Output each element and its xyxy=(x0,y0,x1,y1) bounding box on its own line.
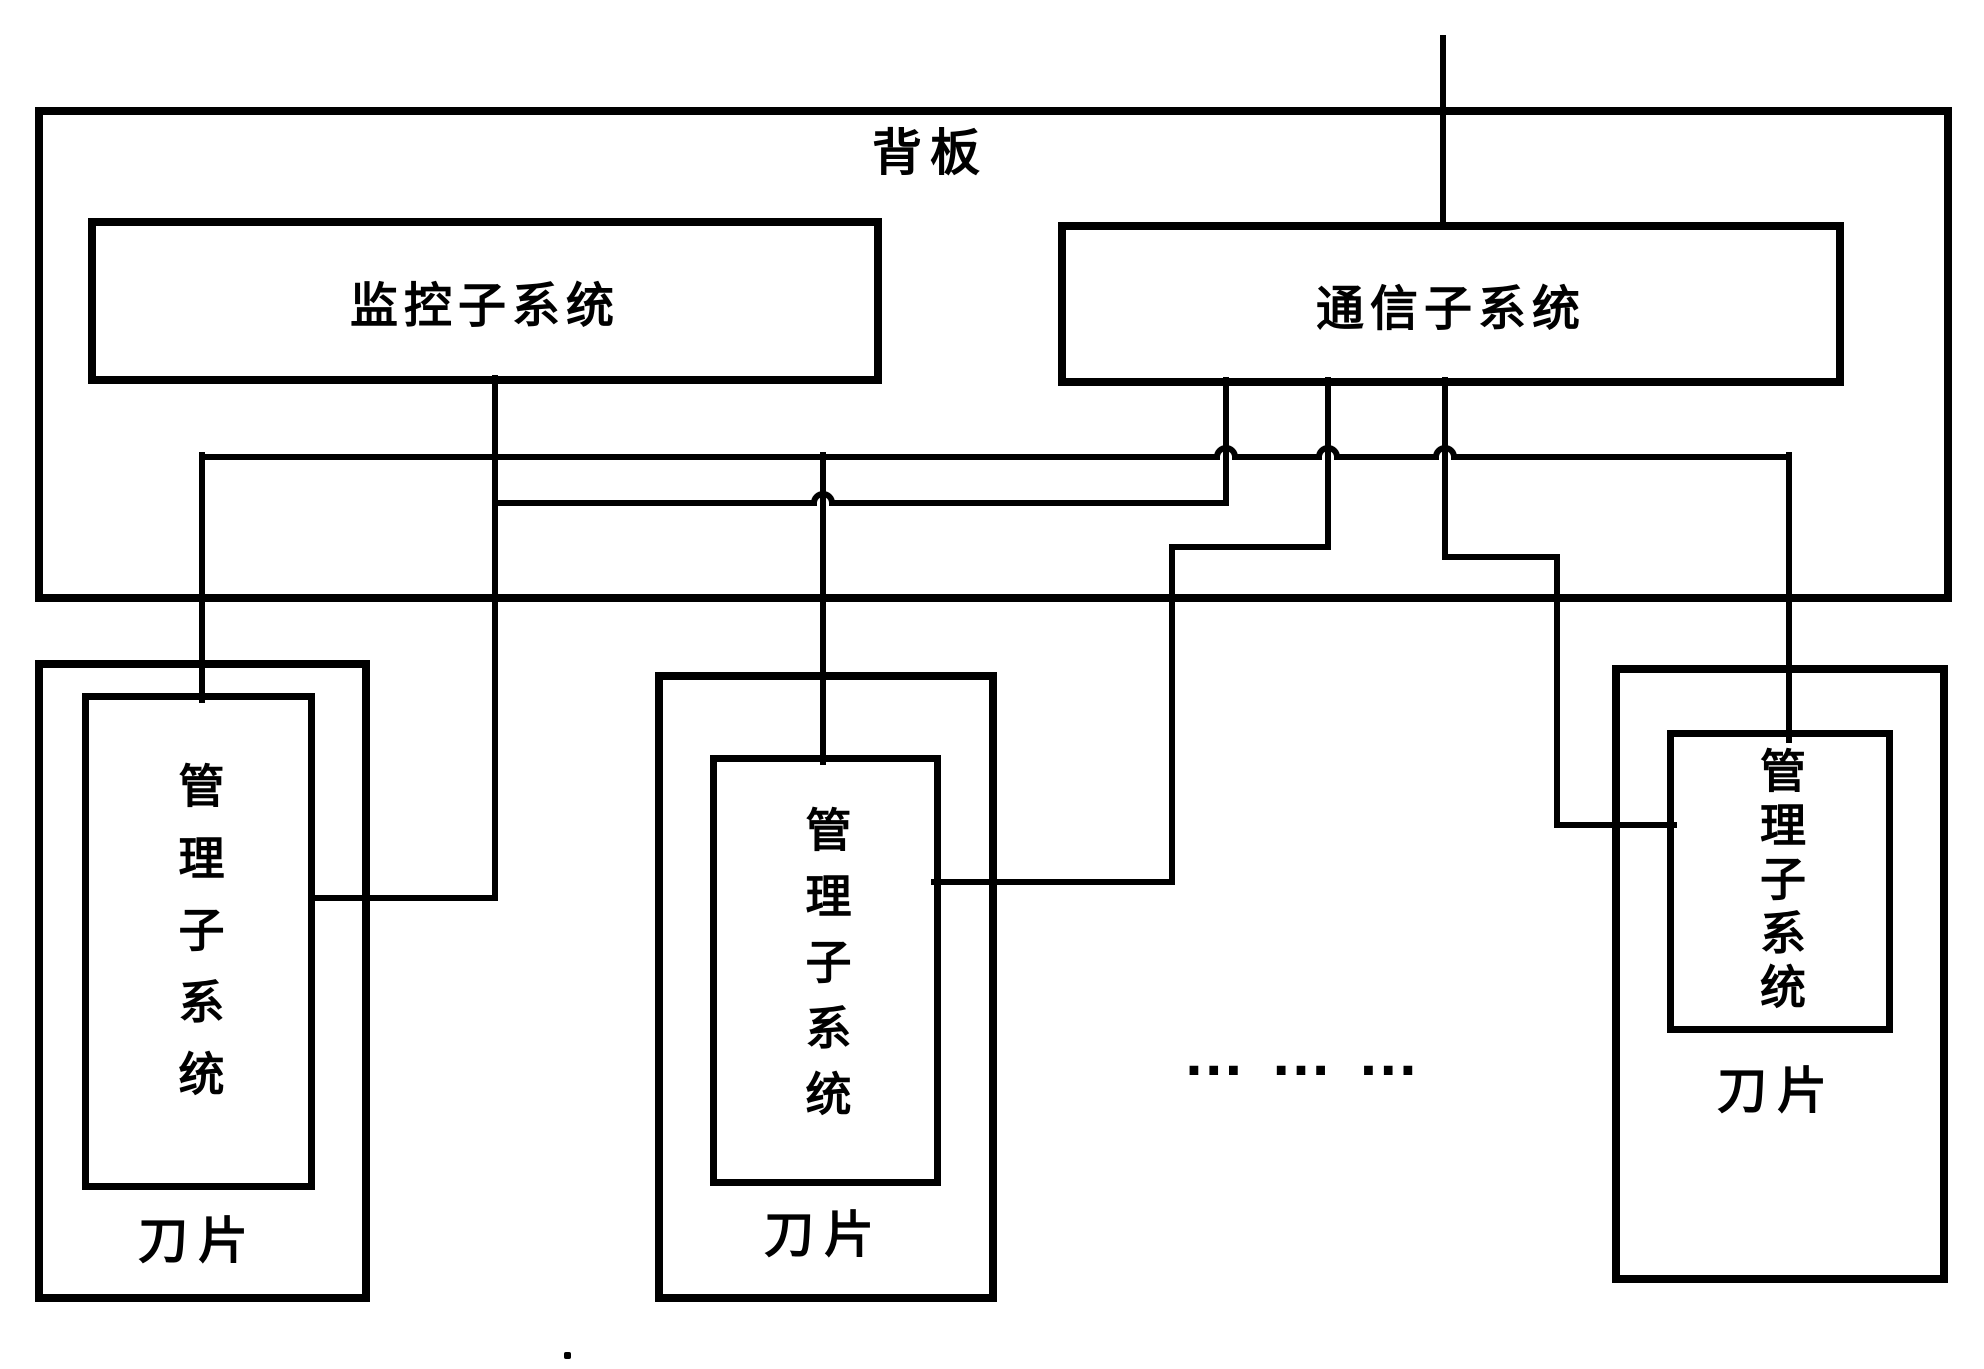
monitoring-subsystem-box: 监控子系统 xyxy=(88,218,882,384)
monitor-to-blade1-line xyxy=(308,375,498,901)
blade2-management-subsystem-label: 管理子系统 xyxy=(799,805,852,1136)
blade1-label: 刀片 xyxy=(138,1213,258,1269)
stray-dot xyxy=(564,1352,571,1359)
blade1-management-subsystem-label: 管理子系统 xyxy=(172,761,225,1122)
blade2-management-subsystem-box: 管理子系统 xyxy=(710,755,941,1186)
blade3-box xyxy=(1612,665,1948,1283)
backplane-label: 背板 xyxy=(872,125,988,181)
blade1-management-subsystem-box: 管理子系统 xyxy=(82,693,315,1190)
blade3-management-subsystem-label: 管理子系统 xyxy=(1754,746,1806,1017)
monitoring-subsystem-label: 监控子系统 xyxy=(349,280,620,333)
backplane-box xyxy=(35,107,1952,602)
blade1-box xyxy=(35,660,370,1302)
blade3-label: 刀片 xyxy=(1717,1063,1837,1119)
communication-subsystem-label: 通信子系统 xyxy=(1315,283,1586,336)
blade3-management-subsystem-box: 管理子系统 xyxy=(1667,730,1893,1033)
communication-subsystem-box: 通信子系统 xyxy=(1058,222,1844,386)
blade2-box xyxy=(655,672,997,1302)
comm-to-blade2-side-line xyxy=(931,377,1331,885)
comm-to-blade3-side-line xyxy=(1442,377,1677,828)
more-blades-ellipsis: … … … xyxy=(1182,1019,1424,1089)
blade2-label: 刀片 xyxy=(764,1207,884,1263)
